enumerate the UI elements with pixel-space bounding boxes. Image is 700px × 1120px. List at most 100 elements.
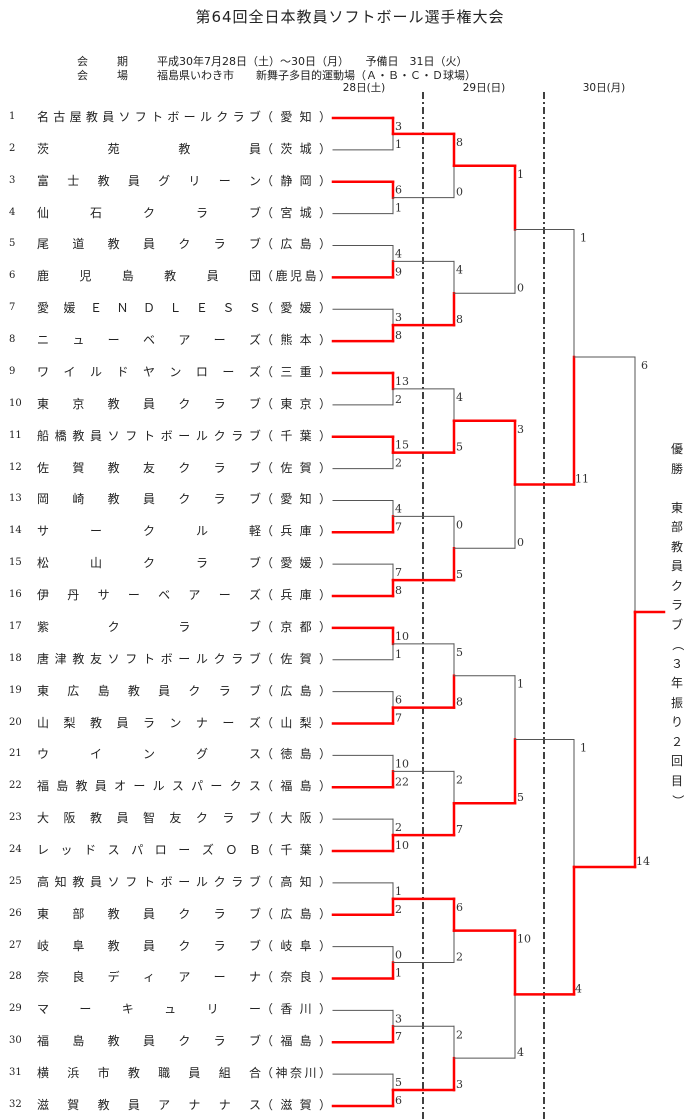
- team-number: 20: [9, 716, 22, 728]
- team-number: 18: [9, 652, 22, 664]
- period-info: 会期平成30年7月28日（土）～30日（月） 予備日 31日（火）: [70, 40, 468, 69]
- champion-char: 目: [670, 773, 683, 788]
- score-label: 0: [395, 949, 402, 962]
- team-name: 佐賀教友クラブ: [37, 460, 261, 475]
- score-label: 10: [395, 839, 409, 852]
- team-prefecture: （広島）: [261, 683, 331, 698]
- team-number: 21: [9, 748, 22, 760]
- team-prefecture: （千葉）: [261, 428, 331, 443]
- score-label: 5: [517, 791, 524, 804]
- score-label: 15: [395, 439, 409, 452]
- team-number: 24: [9, 844, 22, 855]
- team-number: 7: [9, 302, 16, 314]
- team-prefecture: （兵庫）: [261, 524, 331, 539]
- team-prefecture: （兵庫）: [261, 588, 331, 603]
- team-name: マーキュリー: [37, 1002, 261, 1017]
- team-name: 福島教員オールスパークス: [37, 779, 261, 794]
- score-label: 10: [395, 757, 409, 770]
- score-label: 9: [395, 265, 402, 278]
- score-label: 3: [395, 120, 402, 133]
- team-prefecture: （熊本）: [261, 333, 331, 348]
- team-number: 4: [9, 206, 16, 218]
- champion-char: [670, 479, 684, 499]
- team-name: 高知教員ソフトボールクラブ: [37, 874, 261, 889]
- score-label: 3: [395, 1012, 402, 1025]
- team-prefecture: （三重）: [261, 364, 331, 379]
- team-prefecture: （神奈川）: [261, 1066, 331, 1081]
- team-number: 19: [9, 684, 22, 696]
- team-prefecture: （滋賀）: [261, 1097, 331, 1112]
- team-number: 28: [9, 971, 22, 983]
- team-name: 滋賀教員アナナス: [37, 1097, 261, 1112]
- champion-char: 教: [670, 539, 683, 554]
- team-number: 22: [9, 780, 22, 792]
- score-label: 1: [395, 202, 402, 215]
- score-label: 1: [517, 168, 524, 181]
- score-label: 2: [456, 773, 463, 786]
- period-label-2: 期: [117, 55, 128, 68]
- team-prefecture: （愛知）: [261, 492, 331, 507]
- score-label: 4: [456, 263, 463, 276]
- team-name: 茨苑教員: [37, 141, 261, 156]
- score-label: 0: [456, 186, 463, 199]
- team-prefecture: （鹿児島）: [261, 269, 331, 284]
- team-name: 横浜市教職員組合: [37, 1066, 261, 1081]
- team-name: 大阪教員智友クラブ: [37, 811, 261, 826]
- score-label: 1: [395, 966, 402, 979]
- score-label: 5: [456, 441, 463, 454]
- score-label: 2: [395, 821, 402, 834]
- team-name: 紫クラブ: [37, 619, 261, 634]
- team-name: 福島教員クラブ: [37, 1034, 261, 1049]
- score-label: 2: [395, 457, 402, 470]
- score-label: 0: [517, 536, 524, 549]
- team-name: 岐阜教員クラブ: [37, 938, 261, 953]
- team-number: 15: [9, 557, 22, 569]
- score-label: 0: [456, 518, 463, 531]
- champion-char: 勝: [670, 461, 683, 476]
- team-prefecture: （東京）: [261, 396, 331, 411]
- team-prefecture: （宮城）: [261, 205, 331, 220]
- champion-char: 振: [670, 695, 683, 710]
- team-number: 29: [9, 1003, 22, 1015]
- team-prefecture: （静岡）: [261, 173, 331, 188]
- team-prefecture: （広島）: [261, 906, 331, 921]
- score-label: 1: [395, 885, 402, 898]
- team-number: 14: [9, 525, 22, 537]
- team-prefecture: （佐賀）: [261, 460, 331, 475]
- champion-char: 員: [670, 559, 683, 573]
- score-label: 10: [517, 933, 531, 946]
- team-number: 3: [9, 174, 16, 186]
- score-label: 13: [395, 375, 409, 388]
- team-number: 8: [9, 334, 16, 346]
- score-label: 7: [395, 712, 402, 725]
- champion-char: 東: [670, 500, 683, 515]
- team-name: ウイングス: [37, 747, 261, 762]
- score-label: 2: [395, 903, 402, 916]
- score-label: 8: [456, 313, 463, 326]
- team-prefecture: （千葉）: [261, 843, 331, 857]
- team-number: 32: [9, 1098, 22, 1110]
- score-label: 5: [456, 568, 463, 581]
- team-number: 12: [9, 461, 22, 473]
- champion-char: 優: [670, 442, 683, 456]
- score-label: 7: [395, 566, 402, 579]
- champion-char: ク: [670, 578, 683, 593]
- score-label: 6: [641, 359, 648, 372]
- score-label: 2: [456, 1028, 463, 1041]
- champion-char: ２: [670, 734, 683, 749]
- venue-info: 会場福島県いわき市 新舞子多目的運動場（Ａ・Ｂ・Ｃ・Ｄ球場）: [70, 54, 476, 83]
- score-label: 6: [395, 1094, 402, 1107]
- team-number: 10: [9, 397, 22, 409]
- score-label: 3: [456, 1078, 463, 1091]
- team-prefecture: （徳島）: [261, 747, 331, 762]
- team-prefecture: （愛媛）: [261, 556, 331, 571]
- team-number: 9: [9, 365, 16, 377]
- team-number: 27: [9, 939, 22, 951]
- team-name: 東広島教員クラブ: [37, 683, 261, 698]
- team-prefecture: （広島）: [261, 237, 331, 252]
- team-name: ワイルドヤンローズ: [37, 364, 261, 379]
- day-header-1: 28日(土): [342, 82, 386, 94]
